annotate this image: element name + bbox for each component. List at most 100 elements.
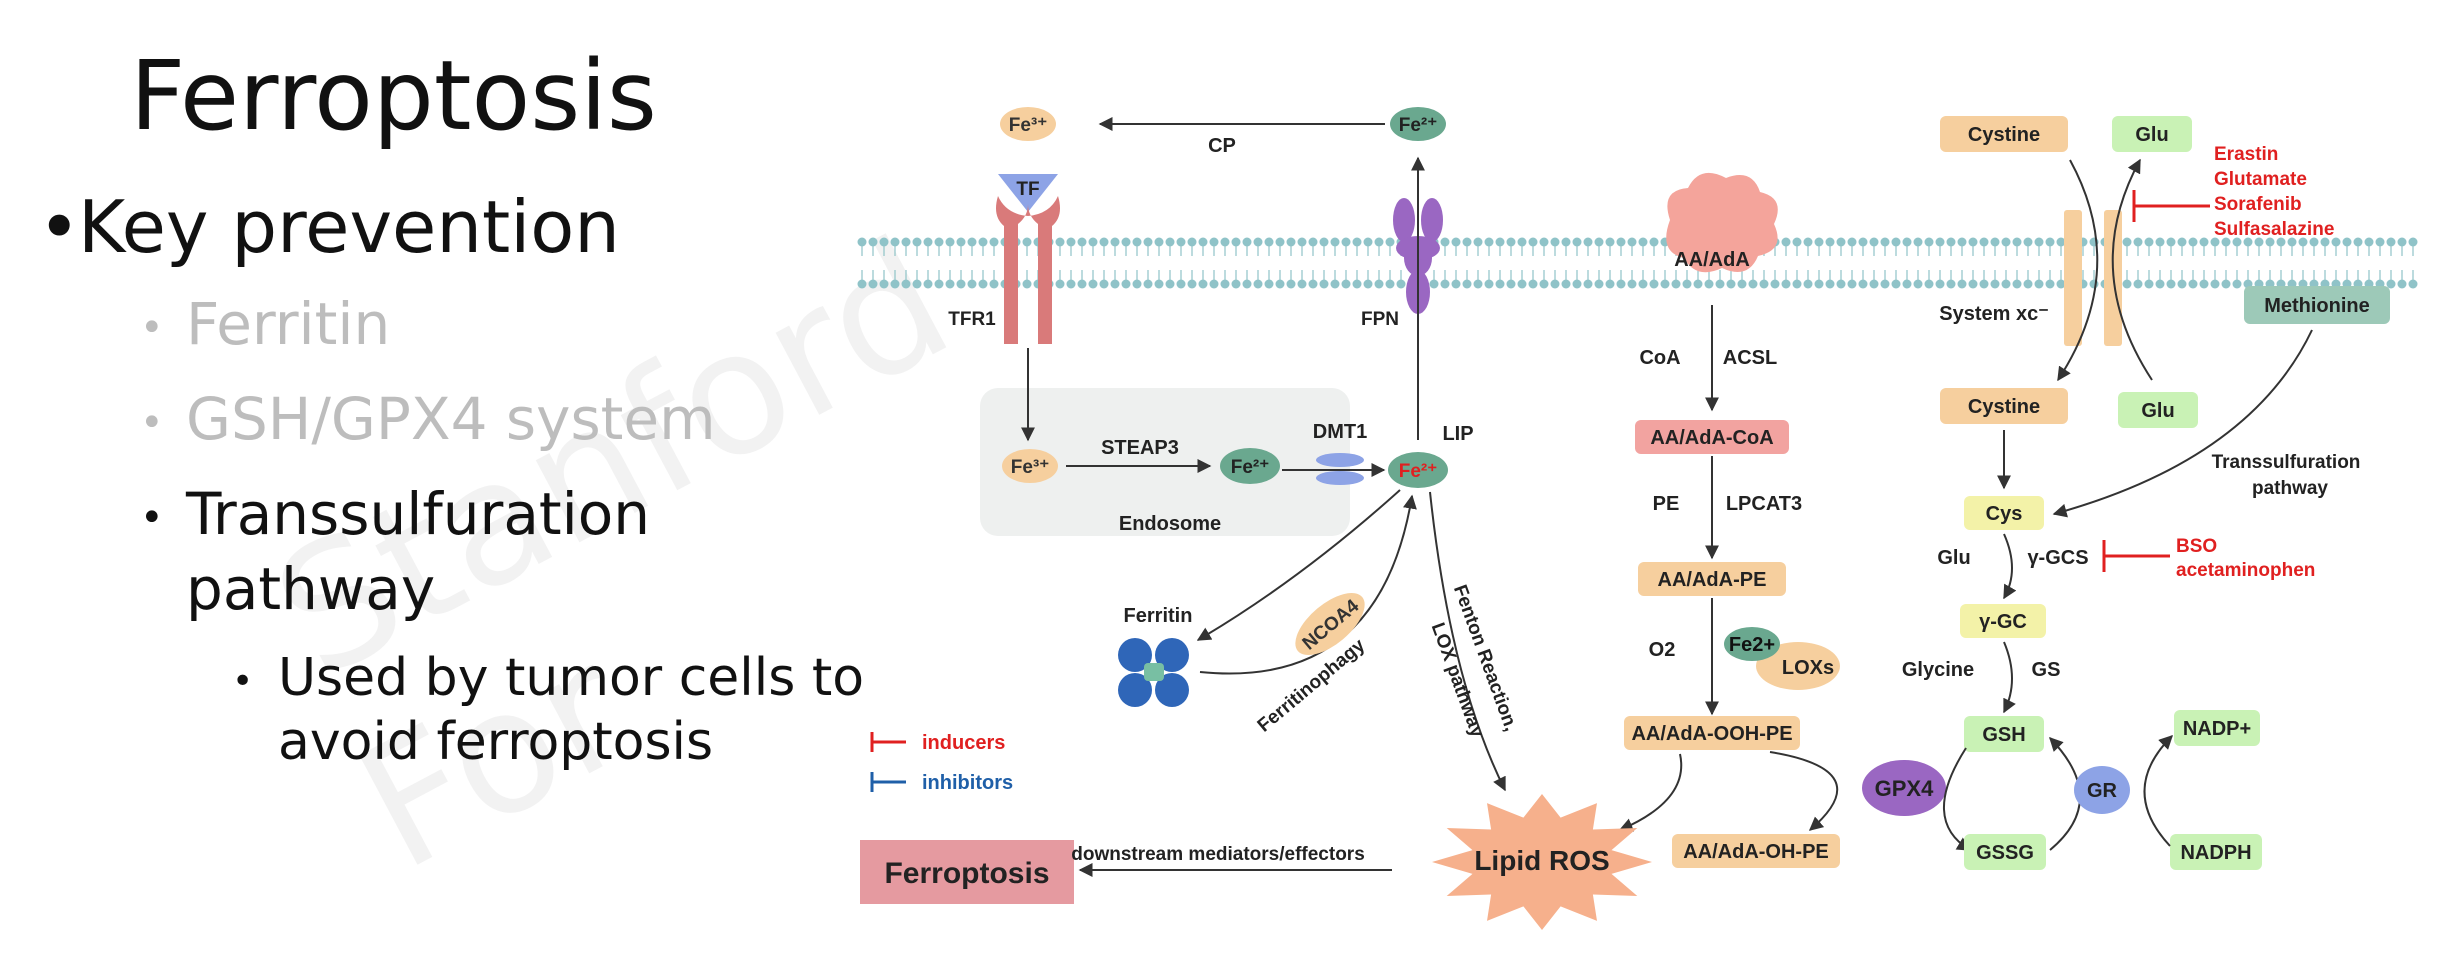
membrane-head [2166, 237, 2176, 247]
bullet-transsulfuration-line2: pathway [186, 555, 436, 623]
bullet-text: Transsulfuration [186, 480, 651, 548]
membrane-head [1638, 237, 1648, 247]
membrane-head [2375, 237, 2385, 247]
membrane-head [1319, 237, 1329, 247]
membrane-head [1858, 279, 1868, 289]
membrane-head [1121, 237, 1131, 247]
inhibitor-item: Glutamate [2214, 169, 2307, 190]
membrane-head [1990, 237, 2000, 247]
ggc-box [1960, 604, 2046, 638]
nadp-box [2174, 710, 2260, 746]
membrane-head [2012, 279, 2022, 289]
membrane-head [879, 279, 889, 289]
membrane-head [1594, 279, 1604, 289]
membrane-head [901, 237, 911, 247]
nadph-box [2170, 834, 2262, 870]
membrane-head [1594, 237, 1604, 247]
membrane-head [2265, 237, 2275, 247]
membrane-head [2188, 279, 2198, 289]
membrane-head [2298, 237, 2308, 247]
membrane-head [2320, 237, 2330, 247]
membrane-head [1451, 237, 1461, 247]
membrane-head [1187, 279, 1197, 289]
ferritin-label: Ferritin [1124, 605, 1193, 627]
membrane-head [1957, 279, 1967, 289]
membrane-head [912, 279, 922, 289]
cp-label: CP [1208, 135, 1236, 157]
membrane-head [1781, 237, 1791, 247]
glu-out-label: Glu [2135, 124, 2168, 146]
transsulfuration-label: Transsulfuration [2212, 452, 2361, 473]
membrane-head [1550, 237, 1560, 247]
membrane-head [1154, 237, 1164, 247]
membrane-head [2254, 237, 2264, 247]
ooh-to-oh-arrow [1769, 751, 1839, 831]
membrane-head [2133, 279, 2143, 289]
aa-ada-blob [1666, 172, 1778, 273]
o2-label: O2 [1649, 639, 1676, 661]
membrane-head [1286, 237, 1296, 247]
transsulfuration-label-2: pathway [2252, 478, 2328, 499]
ggc-to-gsh-arrow [2003, 641, 2016, 714]
membrane-head [1902, 279, 1912, 289]
tfr1-receptor [996, 196, 1060, 344]
membrane-head [2177, 279, 2187, 289]
membrane-head [1176, 237, 1186, 247]
membrane-head [1253, 237, 1263, 247]
membrane-head [2210, 237, 2220, 247]
membrane-head [923, 279, 933, 289]
membrane-head [1308, 279, 1318, 289]
aa-ooh-box [1624, 716, 1800, 750]
membrane-head [1572, 279, 1582, 289]
membrane-head [1110, 237, 1120, 247]
membrane-head [2386, 237, 2396, 247]
membrane-head [1902, 237, 1912, 247]
membrane-head [1231, 237, 1241, 247]
membrane-head [934, 237, 944, 247]
membrane-head [978, 237, 988, 247]
membrane-head [1693, 279, 1703, 289]
membrane-head [2122, 279, 2132, 289]
membrane-head [1176, 279, 1186, 289]
bullet-transsulfuration: •Transsulfuration [140, 480, 650, 548]
fe2-endosome-node [1220, 448, 1280, 484]
membrane-head [989, 279, 999, 289]
membrane-head [1121, 279, 1131, 289]
membrane-head [1792, 237, 1802, 247]
ferroptosis-label: Ferroptosis [884, 857, 1049, 890]
bullet-symbol: • [38, 185, 81, 269]
membrane-head [2177, 237, 2187, 247]
fe3-endosome-node [1002, 449, 1058, 483]
gcs-label: γ-GCS [2027, 547, 2088, 569]
membrane-head [1616, 237, 1626, 247]
nadph-label: NADPH [2180, 842, 2251, 864]
aa-ada-label: AA/AdA [1674, 249, 1750, 271]
dmt1-label: DMT1 [1313, 421, 1367, 443]
membrane-head [2001, 237, 2011, 247]
membrane-head [1143, 279, 1153, 289]
lipid-ros-label: Lipid ROS [1474, 845, 1609, 876]
membrane-head [1814, 279, 1824, 289]
aa-ooh-label: AA/AdA-OOH-PE [1631, 723, 1792, 745]
membrane-head [1396, 279, 1406, 289]
membrane-head [2232, 279, 2242, 289]
lip-label: LIP [1442, 423, 1473, 445]
bullet-key-prevention: •Key prevention [38, 185, 620, 269]
aa-coa-box [1635, 420, 1789, 454]
membrane-head [901, 279, 911, 289]
membrane-head [1374, 237, 1384, 247]
gpx4-label: GPX4 [1875, 776, 1934, 801]
membrane-head [1770, 279, 1780, 289]
membrane-head [1847, 237, 1857, 247]
membrane-head [1132, 279, 1142, 289]
membrane-head [1462, 279, 1472, 289]
membrane-head [890, 279, 900, 289]
membrane-head [1616, 279, 1626, 289]
lip-to-ferritin-arrow [1196, 489, 1401, 641]
lip-fe2-node [1388, 452, 1448, 488]
fe2-lox-node [1724, 627, 1780, 661]
membrane-head [2408, 237, 2418, 247]
membrane-head [1627, 279, 1637, 289]
gsh-box [1964, 716, 2044, 752]
